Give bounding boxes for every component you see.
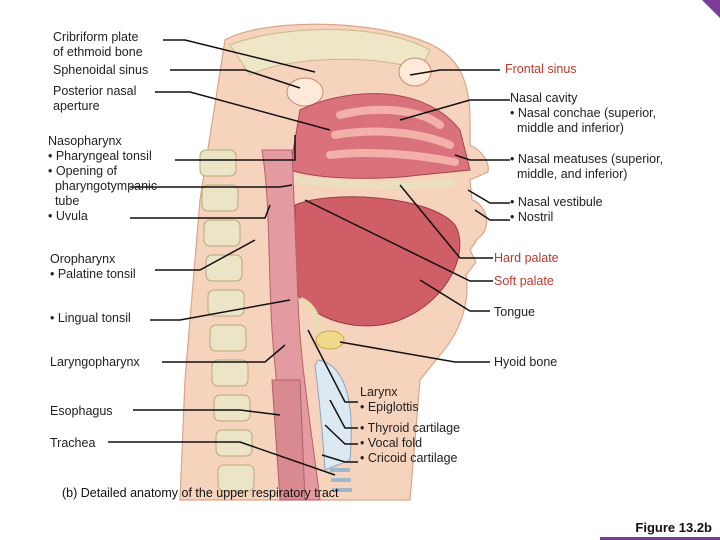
- figure-number: Figure 13.2b: [635, 520, 712, 535]
- label-frontal-sinus: Frontal sinus: [505, 62, 577, 76]
- larynx-shape: [314, 359, 352, 471]
- leader-lines: [108, 39, 510, 476]
- label-lingual-tonsil: • Lingual tonsil: [50, 311, 131, 325]
- label-oropharynx: Oropharynx • Palatine tonsil: [50, 252, 136, 281]
- label-posterior-nasal-aperture: Posterior nasal aperture: [53, 84, 137, 113]
- label-esophagus: Esophagus: [50, 404, 113, 418]
- label-larynx-parts: • Thyroid cartilage • Vocal fold • Crico…: [360, 421, 461, 465]
- label-trachea: Trachea: [50, 436, 96, 450]
- corner-accent: [702, 0, 720, 18]
- label-sphenoidal-sinus: Sphenoidal sinus: [53, 63, 149, 77]
- label-soft-palate: Soft palate: [494, 274, 554, 288]
- nasal-conchae: [326, 105, 459, 166]
- label-nasal-cavity: Nasal cavity • Nasal conchae (superior, …: [510, 91, 657, 135]
- trachea-shape: [330, 468, 352, 492]
- label-laryngopharynx: Laryngopharynx: [50, 355, 140, 369]
- label-nasopharynx: Nasopharynx • Pharyngeal tonsil • Openin…: [48, 134, 158, 223]
- hard-palate-shape: [284, 174, 456, 189]
- label-nasal-meatuses: • Nasal meatuses (superior, middle, and …: [510, 152, 664, 181]
- sphenoidal-sinus-shape: [286, 77, 324, 107]
- label-nasal-vestibule: • Nasal vestibule • Nostril: [510, 195, 603, 224]
- figure-caption: (b) Detailed anatomy of the upper respir…: [62, 486, 339, 500]
- label-tongue: Tongue: [494, 305, 536, 319]
- esophagus-shape: [271, 379, 306, 501]
- label-hard-palate: Hard palate: [494, 251, 559, 265]
- label-hyoid-bone: Hyoid bone: [494, 355, 558, 369]
- hyoid-bone-shape: [315, 330, 345, 350]
- vertebral-column: [199, 149, 255, 492]
- pharynx-shape: [261, 149, 321, 501]
- bottom-accent-bar: [600, 537, 720, 540]
- label-larynx: Larynx • Epiglottis: [360, 385, 419, 414]
- label-cribriform-plate: Cribriform plate of ethmoid bone: [53, 30, 143, 59]
- tongue-shape: [294, 196, 461, 327]
